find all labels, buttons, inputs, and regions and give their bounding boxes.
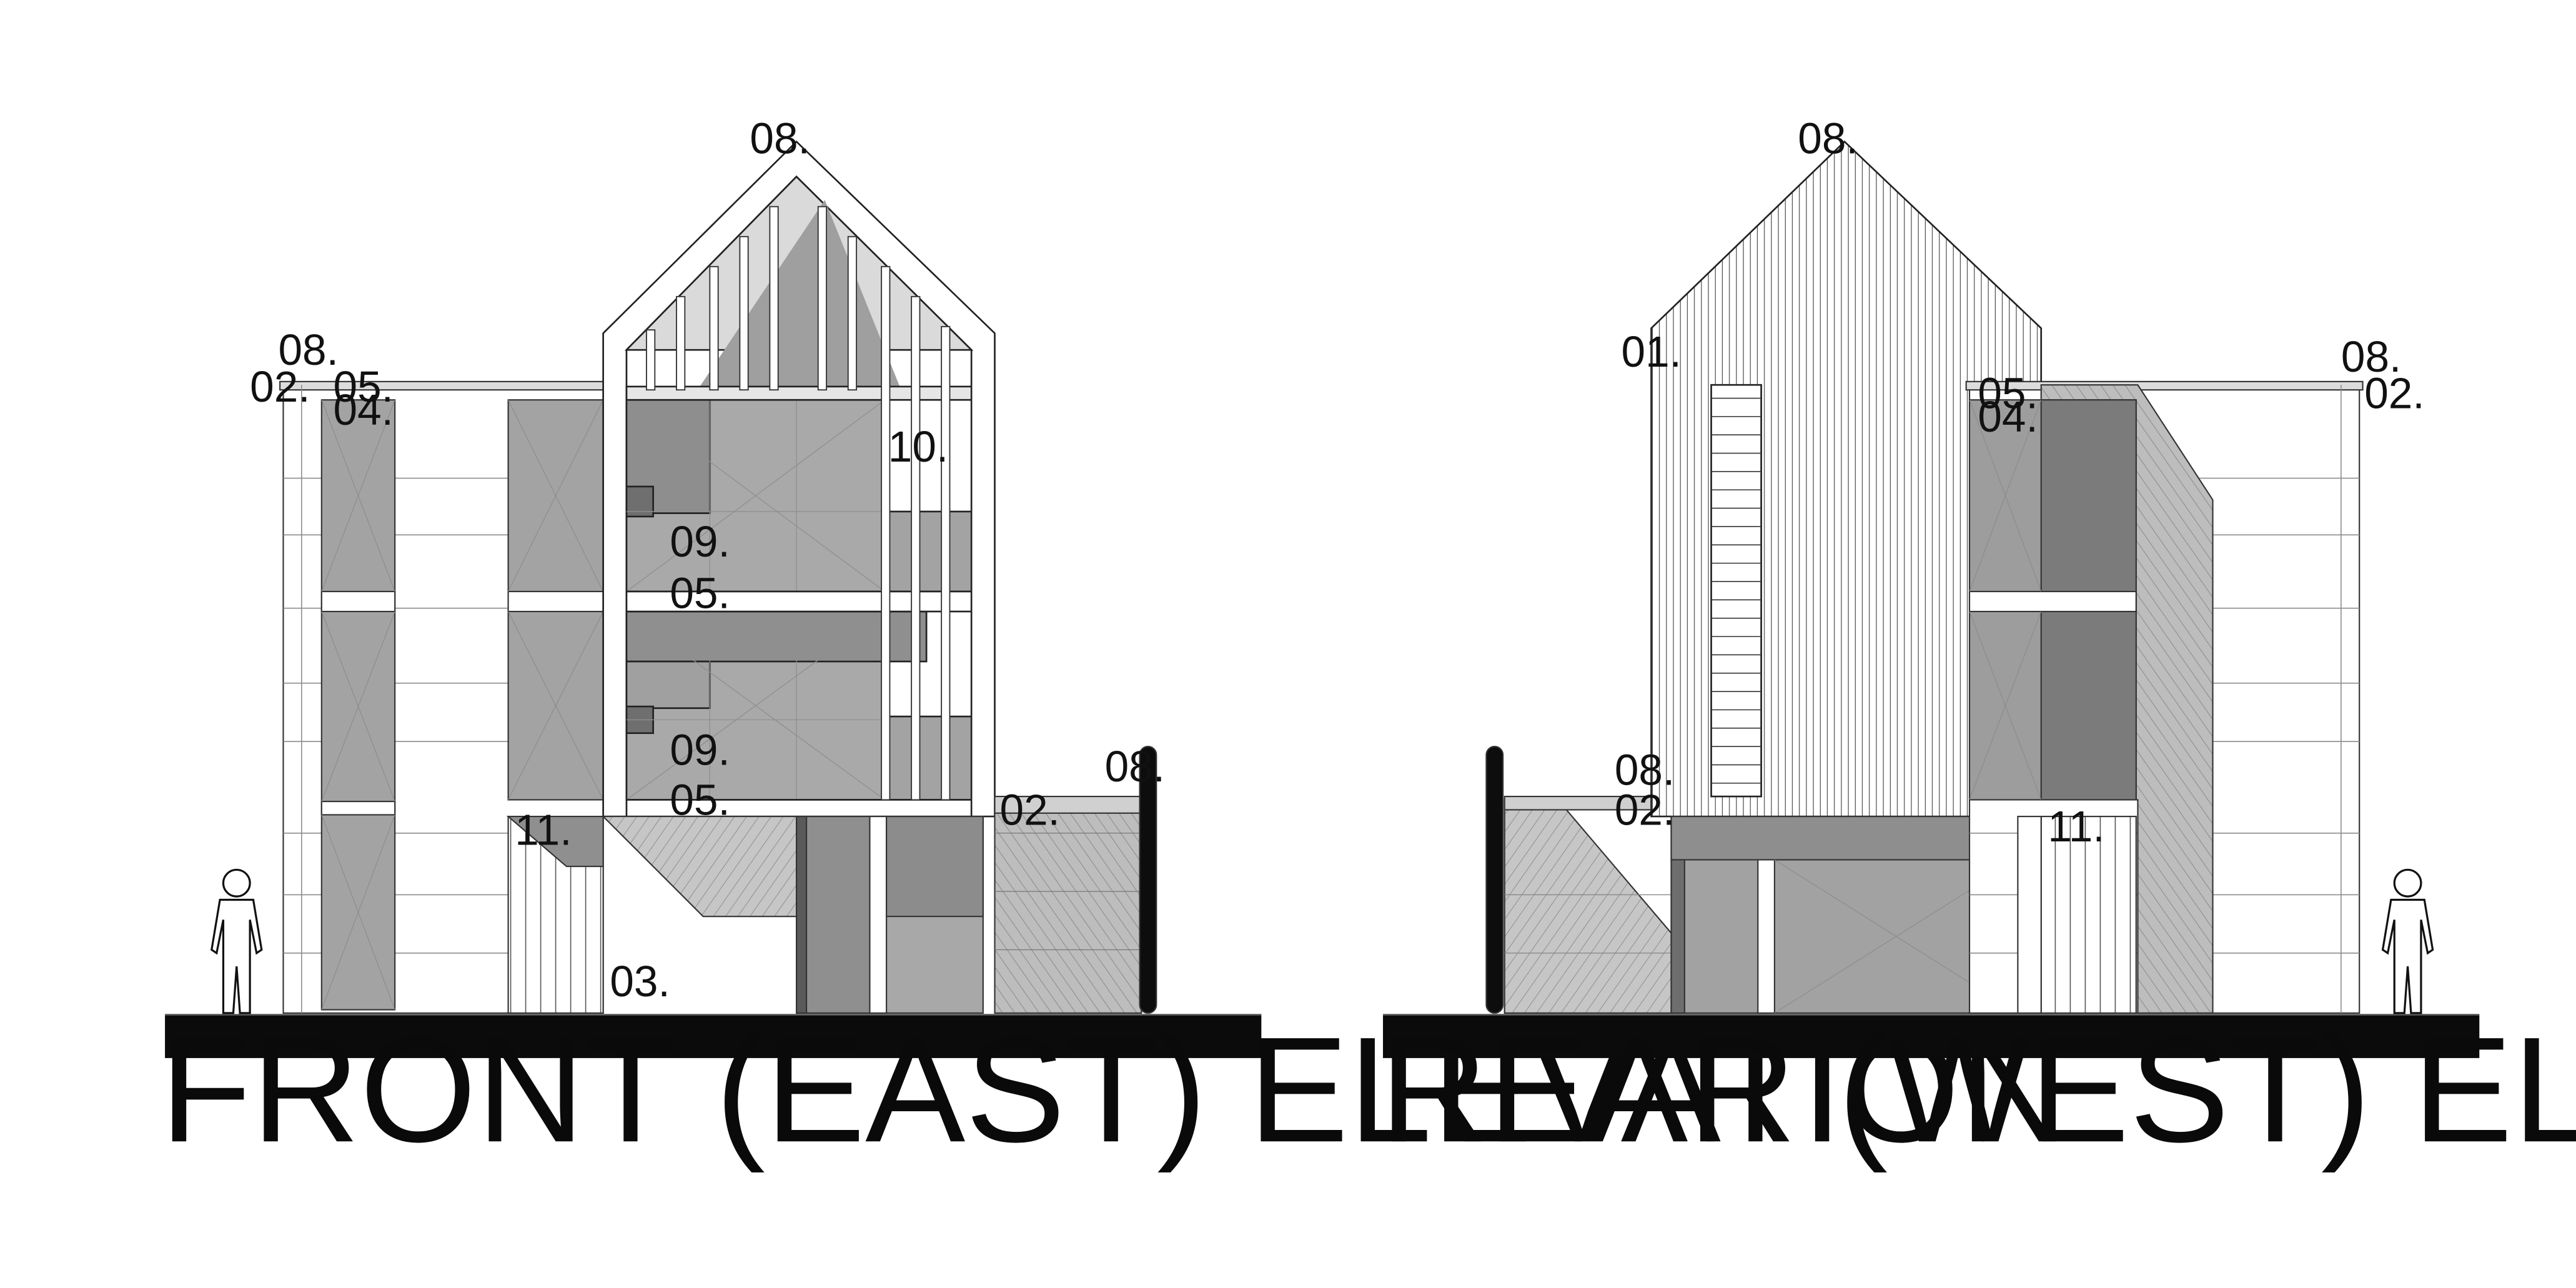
rear-material-tags: 08. 01. 05. 04. 08. 02. 08. 02. 11.	[1615, 114, 2425, 851]
front-ground-slab	[165, 1014, 1262, 1058]
scale-figure-rear	[2381, 868, 2434, 1014]
rear-tag-08-post: 08.	[1615, 745, 1675, 794]
front-gable-block	[602, 140, 996, 818]
front-tag-05-mid: 05.	[670, 569, 730, 618]
front-tag-02-left: 02.	[250, 362, 310, 411]
rear-tag-02-right: 02.	[2364, 369, 2424, 418]
front-material-tags: 08. 08. 02. 05. 04. 10. 09. 05. 09. 05. …	[250, 114, 1165, 1006]
front-tag-05-low: 05.	[670, 775, 730, 824]
front-tag-08-post: 08.	[1105, 742, 1165, 791]
rear-tag-05: 05.	[1978, 369, 2038, 418]
front-tag-08-left: 08.	[278, 325, 338, 374]
front-tag-09-lower: 09.	[670, 725, 730, 774]
front-tag-08-gable: 08.	[750, 114, 810, 162]
front-tag-05-top: 05.	[334, 362, 394, 411]
scale-figure-front	[211, 868, 263, 1014]
rear-tag-08-gable: 08.	[1798, 114, 1858, 162]
rear-elevation: 08. 01. 05. 04. 08. 02. 08. 02. 11. REAR…	[1380, 114, 2576, 1173]
rear-elevation-title: REAR (WEST) ELEVATION	[1380, 1006, 2576, 1173]
rear-tag-11: 11.	[2048, 802, 2104, 851]
front-tag-09-upper: 09.	[670, 517, 730, 566]
front-tag-02-right: 02.	[1000, 785, 1060, 834]
front-tag-03: 03.	[610, 957, 670, 1006]
rear-louvre-strip	[1710, 384, 1762, 798]
rear-tag-08-right: 08.	[2341, 332, 2401, 381]
front-tag-04: 04.	[334, 385, 394, 434]
rear-tag-01: 01.	[1622, 327, 1682, 376]
front-tag-10: 10.	[888, 422, 948, 471]
front-elevation: 08. 08. 02. 05. 04. 10. 09. 05. 09. 05. …	[160, 114, 2068, 1173]
front-undercroft	[602, 816, 984, 1014]
rear-undercroft	[1670, 816, 2019, 1014]
front-garage	[994, 745, 1157, 1014]
rear-right-wing	[1965, 380, 2364, 1014]
rear-ground-slab	[1383, 1014, 2480, 1058]
front-tag-11: 11.	[515, 805, 572, 854]
rear-tag-04: 04.	[1978, 392, 2038, 441]
rear-tag-02-left: 02.	[1615, 785, 1675, 834]
rear-gable-tower	[1650, 140, 2043, 818]
front-left-wing	[279, 380, 608, 1014]
